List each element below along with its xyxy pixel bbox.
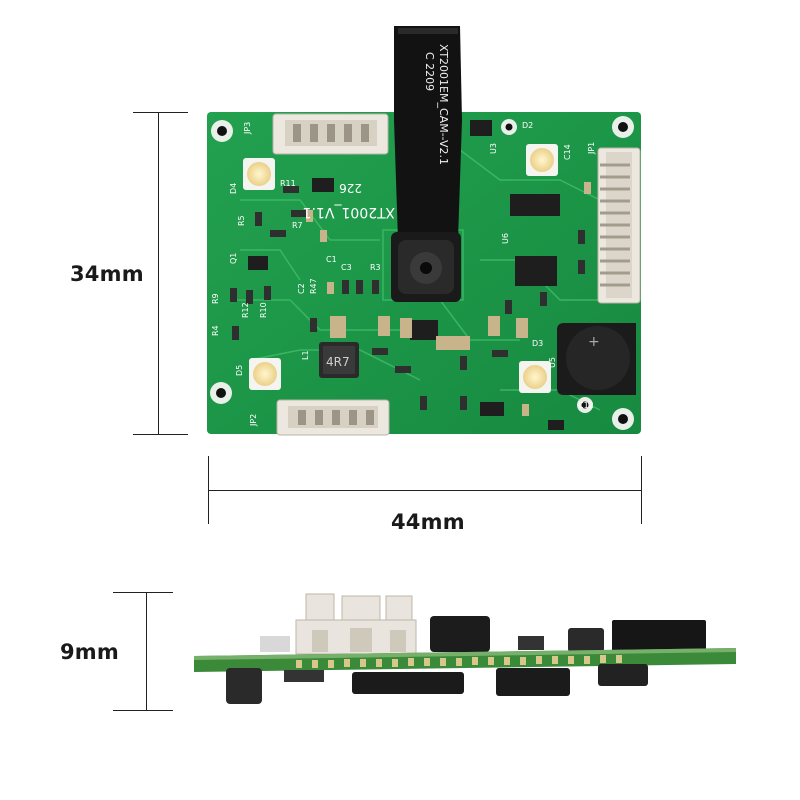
c3-label: C3 (341, 263, 352, 272)
r47-label: R47 (309, 278, 318, 294)
r9-label: R9 (211, 293, 220, 304)
width-left-tick (208, 456, 209, 524)
ribbon-text-line1: XT2001EM_CAM--V2.1 (437, 44, 450, 165)
d4-label: D4 (229, 183, 238, 194)
r4-label: R4 (211, 325, 220, 336)
width-dimension-line (208, 490, 641, 491)
jp1-label: JP1 (587, 142, 596, 155)
r10-label: R10 (259, 302, 268, 318)
d5-label: D5 (235, 365, 244, 376)
inductor-label: 4R7 (326, 355, 350, 369)
buzzer: + (557, 323, 636, 395)
thickness-top-tick (113, 592, 173, 593)
l1-label: L1 (301, 350, 310, 360)
leds (243, 144, 558, 393)
c2-label: C2 (297, 283, 306, 294)
d3-label: D3 (532, 339, 543, 348)
jp2-connector (276, 399, 390, 436)
mounting-holes (210, 116, 634, 430)
c12-label: C12 (578, 401, 594, 410)
q1-label: Q1 (229, 253, 238, 264)
ribbon-text-line2: C 2209 (423, 52, 436, 91)
silk-model-label: XT2001_V1.1 (303, 204, 395, 220)
height-dimension-label: 34mm (70, 262, 144, 286)
side-view (194, 593, 736, 704)
height-bottom-tick (133, 434, 188, 435)
height-top-tick (133, 112, 188, 113)
r5-label: R5 (237, 215, 246, 226)
ribbon-cable (394, 26, 462, 240)
silk-226-label: 226 (339, 181, 362, 195)
r11-label: R11 (280, 179, 296, 188)
jp3-connector (272, 113, 389, 155)
width-right-tick (641, 456, 642, 524)
thickness-dimension-line (146, 592, 147, 710)
jp3-label: JP3 (243, 122, 252, 135)
capacitors (306, 182, 591, 416)
r3-label: R3 (370, 263, 381, 272)
r7-label: R7 (292, 221, 303, 230)
jp1-connector (597, 147, 641, 304)
u5-label: U5 (548, 357, 557, 368)
height-dimension-line (158, 112, 159, 434)
u3-label: U3 (489, 143, 498, 154)
d2-label: D2 (522, 121, 533, 130)
camera-module (391, 232, 461, 302)
ics (248, 120, 564, 430)
svg-text:+: + (588, 334, 600, 350)
c1-label: C1 (326, 255, 337, 264)
thickness-bottom-tick (113, 710, 173, 711)
width-dimension-label: 44mm (391, 510, 465, 534)
c14-label: C14 (563, 144, 572, 160)
thickness-dimension-label: 9mm (60, 640, 119, 664)
jp2-label: JP2 (249, 414, 258, 427)
r12-label: R12 (241, 302, 250, 318)
u6-label: U6 (501, 233, 510, 244)
passives (230, 186, 585, 410)
